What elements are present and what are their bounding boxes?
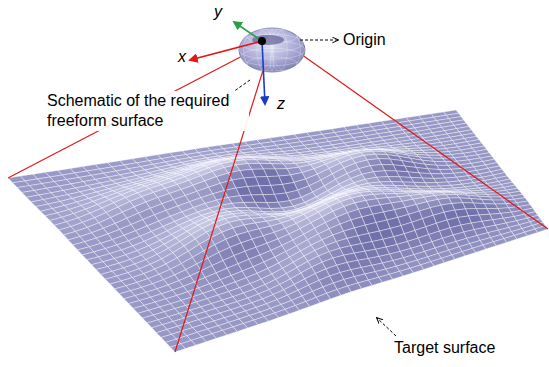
target-surface-mesh [8,110,548,352]
axis-arrow [190,41,262,60]
leader-arrow [377,318,396,336]
axis-arrow [234,22,262,41]
callout-label: Target surface [394,338,495,358]
leader-arrows [226,40,396,336]
leader-arrow [300,40,338,41]
axis-label: x [178,47,186,67]
axis-arrow [262,41,265,104]
origin-label: Origin [343,30,386,50]
axis-label: y [214,2,222,22]
freeform-surface [239,28,305,72]
origin-dot [258,37,266,45]
blob-body [239,28,305,72]
blob-grid [271,29,287,71]
ray-line [298,52,548,229]
blob-hole [252,35,284,45]
blob-grid [272,29,300,71]
ray-lines [8,52,548,352]
axis-label: z [277,94,285,114]
callout-label: Schematic of the required freeform surfa… [45,91,249,131]
ray-line [8,52,250,178]
mesh-cell [170,344,185,352]
